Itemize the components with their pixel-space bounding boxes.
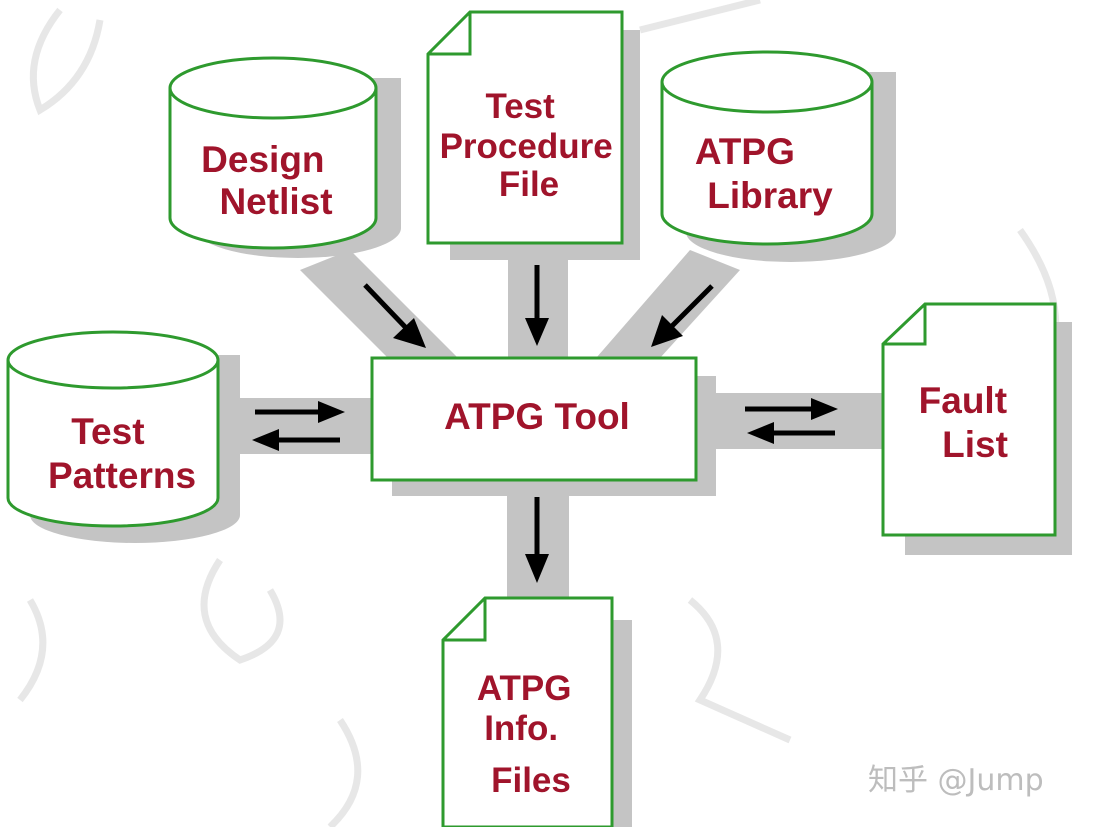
fault-list-fold (883, 304, 927, 346)
test-procedure-file-line-3: File (499, 165, 559, 204)
arrow-tool-to-info-files (525, 497, 549, 583)
fault-list-line-1: Fault (919, 380, 1007, 421)
test-patterns-line-2: Patterns (48, 455, 196, 496)
design-netlist-top (168, 56, 378, 120)
arrow-tool-to-fault-list (745, 398, 838, 420)
test-patterns-line-1: Test (71, 411, 144, 452)
atpg-library-line-1: ATPG (695, 131, 795, 172)
arrow-design-netlist-to-tool (363, 283, 426, 348)
atpg-library-top (660, 50, 874, 114)
atpg-info-files-label: ATPG Info. Files (477, 669, 581, 800)
fault-list-label: Fault List (919, 380, 1018, 465)
credit-watermark: 知乎 @Jump (868, 763, 1044, 798)
test-procedure-file-line-2: Procedure (440, 127, 613, 166)
test-procedure-file-body (426, 10, 624, 245)
arrow-tool-to-test-patterns (255, 401, 345, 423)
atpg-library-body (660, 82, 874, 246)
test-procedure-file-node: Test Procedure File (426, 10, 640, 260)
fault-list-body (881, 302, 1057, 537)
atpg-tool-label: ATPG Tool (444, 396, 630, 437)
design-netlist-node: Design Netlist (168, 56, 401, 258)
test-patterns-body (6, 360, 220, 528)
arrow-test-procedure-to-tool (525, 265, 549, 346)
arrow-atpg-library-to-tool (651, 284, 714, 347)
atpg-library-label: ATPG Library (695, 131, 833, 216)
atpg-tool-node: ATPG Tool (370, 356, 716, 496)
flow-arrows (252, 265, 838, 583)
connector-bands (220, 245, 895, 600)
atpg-info-files-line-1: ATPG (477, 669, 572, 708)
fault-list-line-2: List (942, 424, 1008, 465)
atpg-tool-box (370, 356, 698, 482)
atpg-info-files-body (441, 596, 614, 827)
test-patterns-top (6, 330, 220, 390)
design-netlist-body (168, 88, 378, 250)
background-watermark (17, 0, 1060, 827)
arrow-test-patterns-to-tool (252, 429, 340, 451)
design-netlist-label: Design Netlist (201, 139, 335, 222)
atpg-info-files-line-3: Files (491, 761, 571, 800)
test-patterns-node: Test Patterns (6, 330, 240, 543)
atpg-info-files-fold (443, 598, 487, 642)
atpg-library-line-2: Library (707, 175, 833, 216)
test-procedure-file-fold (428, 12, 472, 56)
test-procedure-file-line-1: Test (485, 87, 555, 126)
test-procedure-file-label: Test Procedure File (440, 87, 623, 204)
atpg-info-files-line-2: Info. (484, 709, 558, 748)
design-netlist-line-2: Netlist (219, 181, 332, 222)
atpg-info-files-node: ATPG Info. Files (441, 596, 632, 827)
fault-list-node: Fault List (881, 302, 1072, 555)
atpg-library-node: ATPG Library (660, 50, 896, 262)
design-netlist-line-1: Design (201, 139, 324, 180)
test-patterns-label: Test Patterns (48, 411, 196, 496)
arrow-fault-list-to-tool (747, 422, 835, 444)
